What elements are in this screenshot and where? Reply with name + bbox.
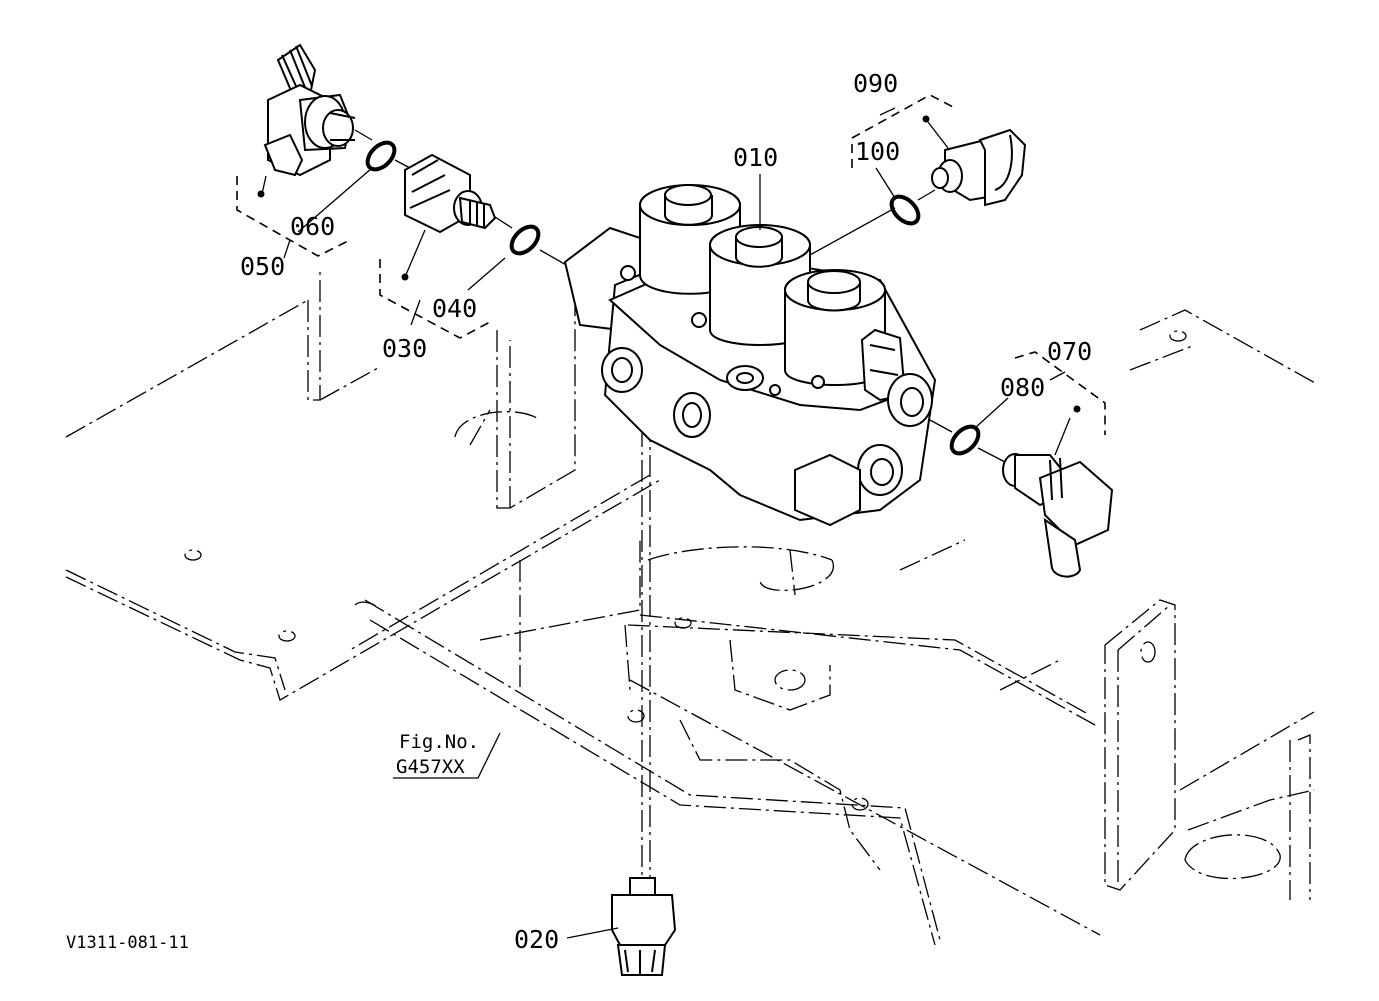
part-070-elbow-sensor [1002,453,1114,578]
callout-090: 090 [853,69,898,98]
part-090-marker-dot [922,115,930,123]
group-bracket-090 [851,94,956,168]
part-010-solenoid-valve [563,184,937,527]
part-020-plug [611,877,677,976]
part-050-tee-fitting [263,43,356,177]
part-060-o-ring [365,140,397,172]
assembly-axis-line-1 [354,129,373,141]
callout-020: 020 [514,925,559,954]
callout-010: 010 [733,143,778,172]
leader-lines [261,107,1071,939]
group-bracket-030 [379,259,491,339]
assembly-axis-line-080b [977,447,1006,463]
figure-reference-line2: G457XX [396,756,465,778]
assembly-axis-line-100 [809,207,896,256]
assembly-axis-line-080 [929,419,953,433]
part-080-o-ring [949,424,981,456]
frame-outline [65,270,1316,946]
part-040-o-ring [509,224,541,256]
callout-080: 080 [1000,373,1045,402]
group-bracket-050 [236,176,351,257]
part-050-marker-dot [257,190,265,198]
drawing-code: V1311-081-11 [66,933,189,953]
part-070-marker-dot [1073,405,1081,413]
group-bracket-070 [1014,351,1106,435]
callout-060: 060 [290,212,335,241]
part-100-o-ring [889,194,921,226]
callout-050: 050 [240,252,285,281]
callout-070: 070 [1047,337,1092,366]
figure-reference-line1: Fig.No. [399,731,479,753]
part-090-elbow-sensor [931,128,1027,207]
callout-030: 030 [382,334,427,363]
callout-100: 100 [855,137,900,166]
assembly-axis-line-1b [394,159,411,169]
callout-040: 040 [432,294,477,323]
assembly-axis-line-100b [917,189,936,201]
part-030-adapter [404,153,497,234]
